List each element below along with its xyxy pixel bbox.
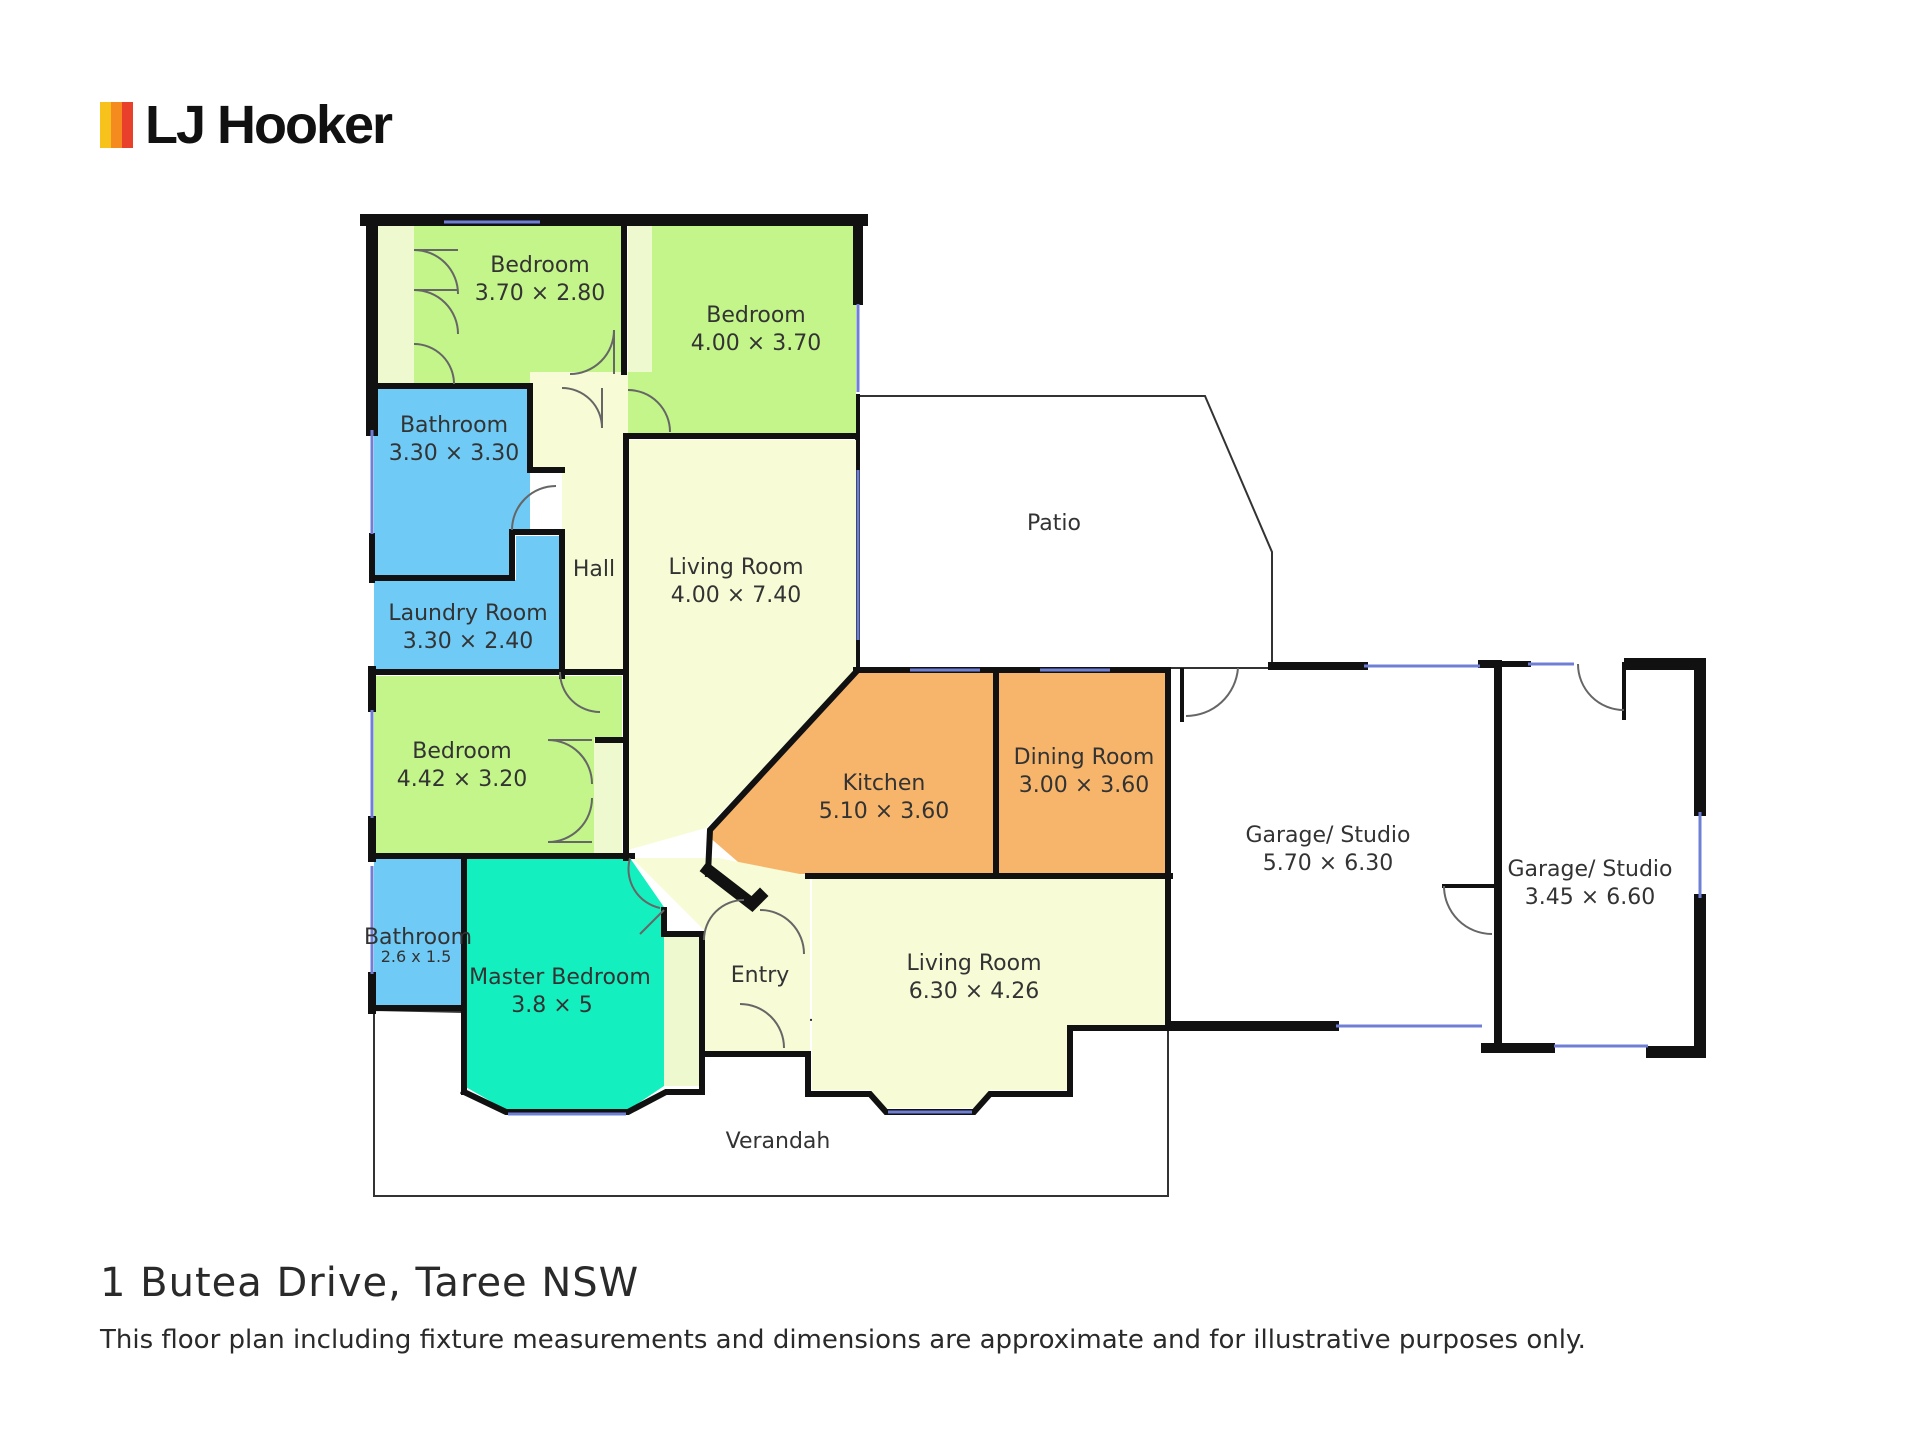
kitchen-name: Kitchen xyxy=(843,771,926,796)
living-1-fill xyxy=(628,440,856,850)
room-labels: Bedroom 3.70 × 2.80 Bedroom 4.00 × 3.70 … xyxy=(364,253,1673,1154)
logo-text: LJ Hooker xyxy=(145,95,393,155)
windows xyxy=(370,220,1702,1116)
master-closet-fill xyxy=(664,934,702,1086)
garage-1-name: Garage/ Studio xyxy=(1245,823,1410,848)
dining-dims: 3.00 × 3.60 xyxy=(1019,773,1149,798)
garage-1-dims: 5.70 × 6.30 xyxy=(1263,851,1393,876)
living-2-name: Living Room xyxy=(906,951,1041,976)
logo-bars-icon xyxy=(100,102,133,148)
bathroom-1-fill xyxy=(374,388,530,576)
laundry-fill xyxy=(374,536,562,670)
bedroom-1-name: Bedroom xyxy=(490,253,590,278)
property-address: 1 Butea Drive, Taree NSW xyxy=(100,1260,640,1306)
disclaimer-text: This floor plan including fixture measur… xyxy=(100,1325,1586,1355)
corridor-fill xyxy=(530,372,628,472)
living-2-fill xyxy=(812,878,1168,1108)
room-fills xyxy=(374,224,1168,1110)
living-1-name: Living Room xyxy=(668,555,803,580)
garage-2-dims: 3.45 × 6.60 xyxy=(1525,885,1655,910)
living-2-dims: 6.30 × 4.26 xyxy=(909,979,1039,1004)
garage-2-name: Garage/ Studio xyxy=(1507,857,1672,882)
living-1-dims: 4.00 × 7.40 xyxy=(671,583,801,608)
dining-name: Dining Room xyxy=(1014,745,1155,770)
bedroom-1-closet-fill xyxy=(374,224,414,384)
bedroom-3-dims: 4.42 × 3.20 xyxy=(397,767,527,792)
bedroom-1-dims: 3.70 × 2.80 xyxy=(475,281,605,306)
dining-fill xyxy=(998,672,1168,874)
bedroom-3-closet-fill xyxy=(594,738,622,854)
entry-name: Entry xyxy=(731,963,790,988)
kitchen-dims: 5.10 × 3.60 xyxy=(819,799,949,824)
lj-hooker-logo: LJ Hooker xyxy=(100,95,393,155)
bathroom-1-dims: 3.30 × 3.30 xyxy=(389,441,519,466)
bathroom-1-name: Bathroom xyxy=(400,413,508,438)
bathroom-2-dims: 2.6 x 1.5 xyxy=(381,947,452,966)
bathroom-2-name: Bathroom xyxy=(364,925,472,950)
laundry-dims: 3.30 × 2.40 xyxy=(403,629,533,654)
bedroom-2-closet-fill xyxy=(628,224,652,372)
laundry-name: Laundry Room xyxy=(388,601,547,626)
kitchen-fill xyxy=(708,672,994,874)
bedroom-3-fill xyxy=(374,676,622,854)
entry-fill xyxy=(632,858,810,1052)
master-fill xyxy=(464,858,666,1110)
bedroom-2-name: Bedroom xyxy=(706,303,806,328)
master-name: Master Bedroom xyxy=(469,965,651,990)
bedroom-2-fill xyxy=(628,224,856,436)
walls xyxy=(360,214,1706,1115)
hall-name: Hall xyxy=(573,557,615,582)
doors xyxy=(413,249,1625,1049)
bedroom-2-dims: 4.00 × 3.70 xyxy=(691,331,821,356)
master-dims: 3.8 × 5 xyxy=(511,993,592,1018)
patio-name: Patio xyxy=(1027,511,1081,536)
verandah-name: Verandah xyxy=(726,1129,831,1154)
bedroom-3-name: Bedroom xyxy=(412,739,512,764)
bathroom-2-fill xyxy=(374,858,462,1006)
